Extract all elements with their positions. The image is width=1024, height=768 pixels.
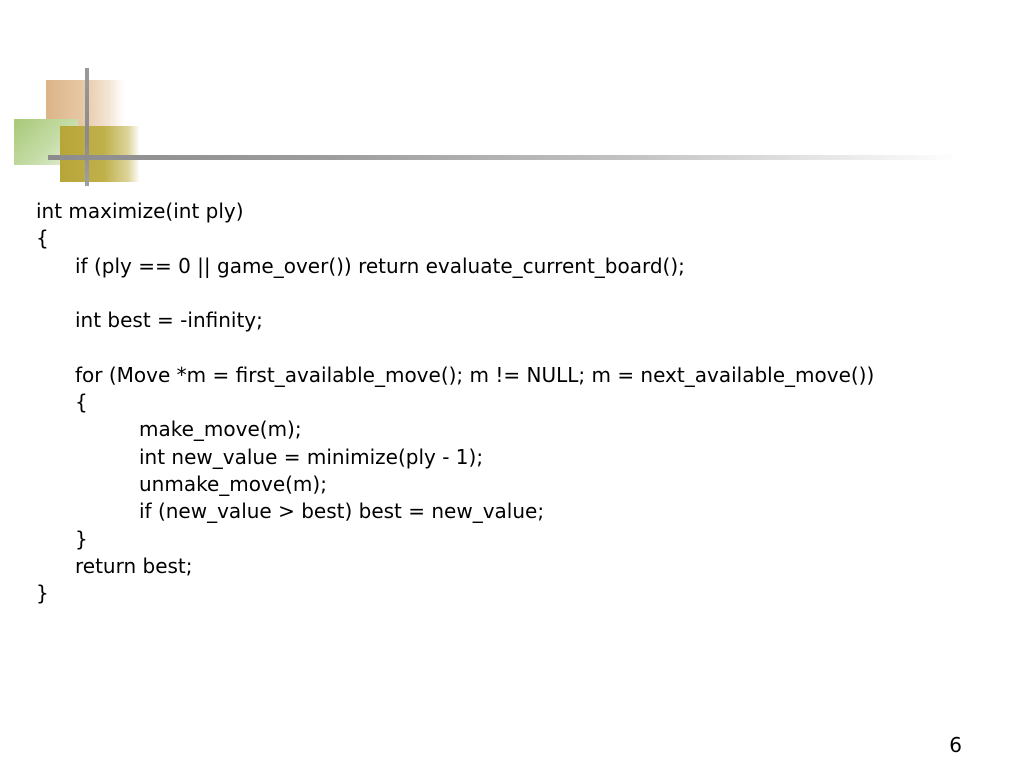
code-line: {: [75, 390, 88, 415]
decorative-vertical-rule: [85, 68, 89, 186]
code-line: }: [36, 581, 49, 606]
decorative-olive-square: [60, 126, 140, 182]
code-line: int maximize(int ply): [36, 199, 244, 223]
code-line: int best = -infinity;: [75, 308, 263, 333]
code-line: return best;: [75, 553, 193, 578]
code-line: if (ply == 0 || game_over()) return eval…: [75, 253, 685, 278]
code-block: int maximize(int ply) { if (ply == 0 || ga…: [36, 198, 874, 607]
code-line: {: [36, 226, 49, 251]
code-line: make_move(m);: [139, 417, 302, 442]
code-line: if (new_value > best) best = new_value;: [139, 499, 545, 524]
code-line: }: [75, 526, 88, 551]
code-line: [36, 280, 874, 307]
page-number: 6: [949, 733, 962, 757]
code-line: for (Move *m = first_available_move(); m…: [75, 362, 875, 387]
decorative-horizontal-rule: [48, 155, 960, 160]
code-line: [36, 334, 874, 361]
code-line: int new_value = minimize(ply - 1);: [139, 444, 484, 469]
code-line: unmake_move(m);: [139, 471, 327, 496]
